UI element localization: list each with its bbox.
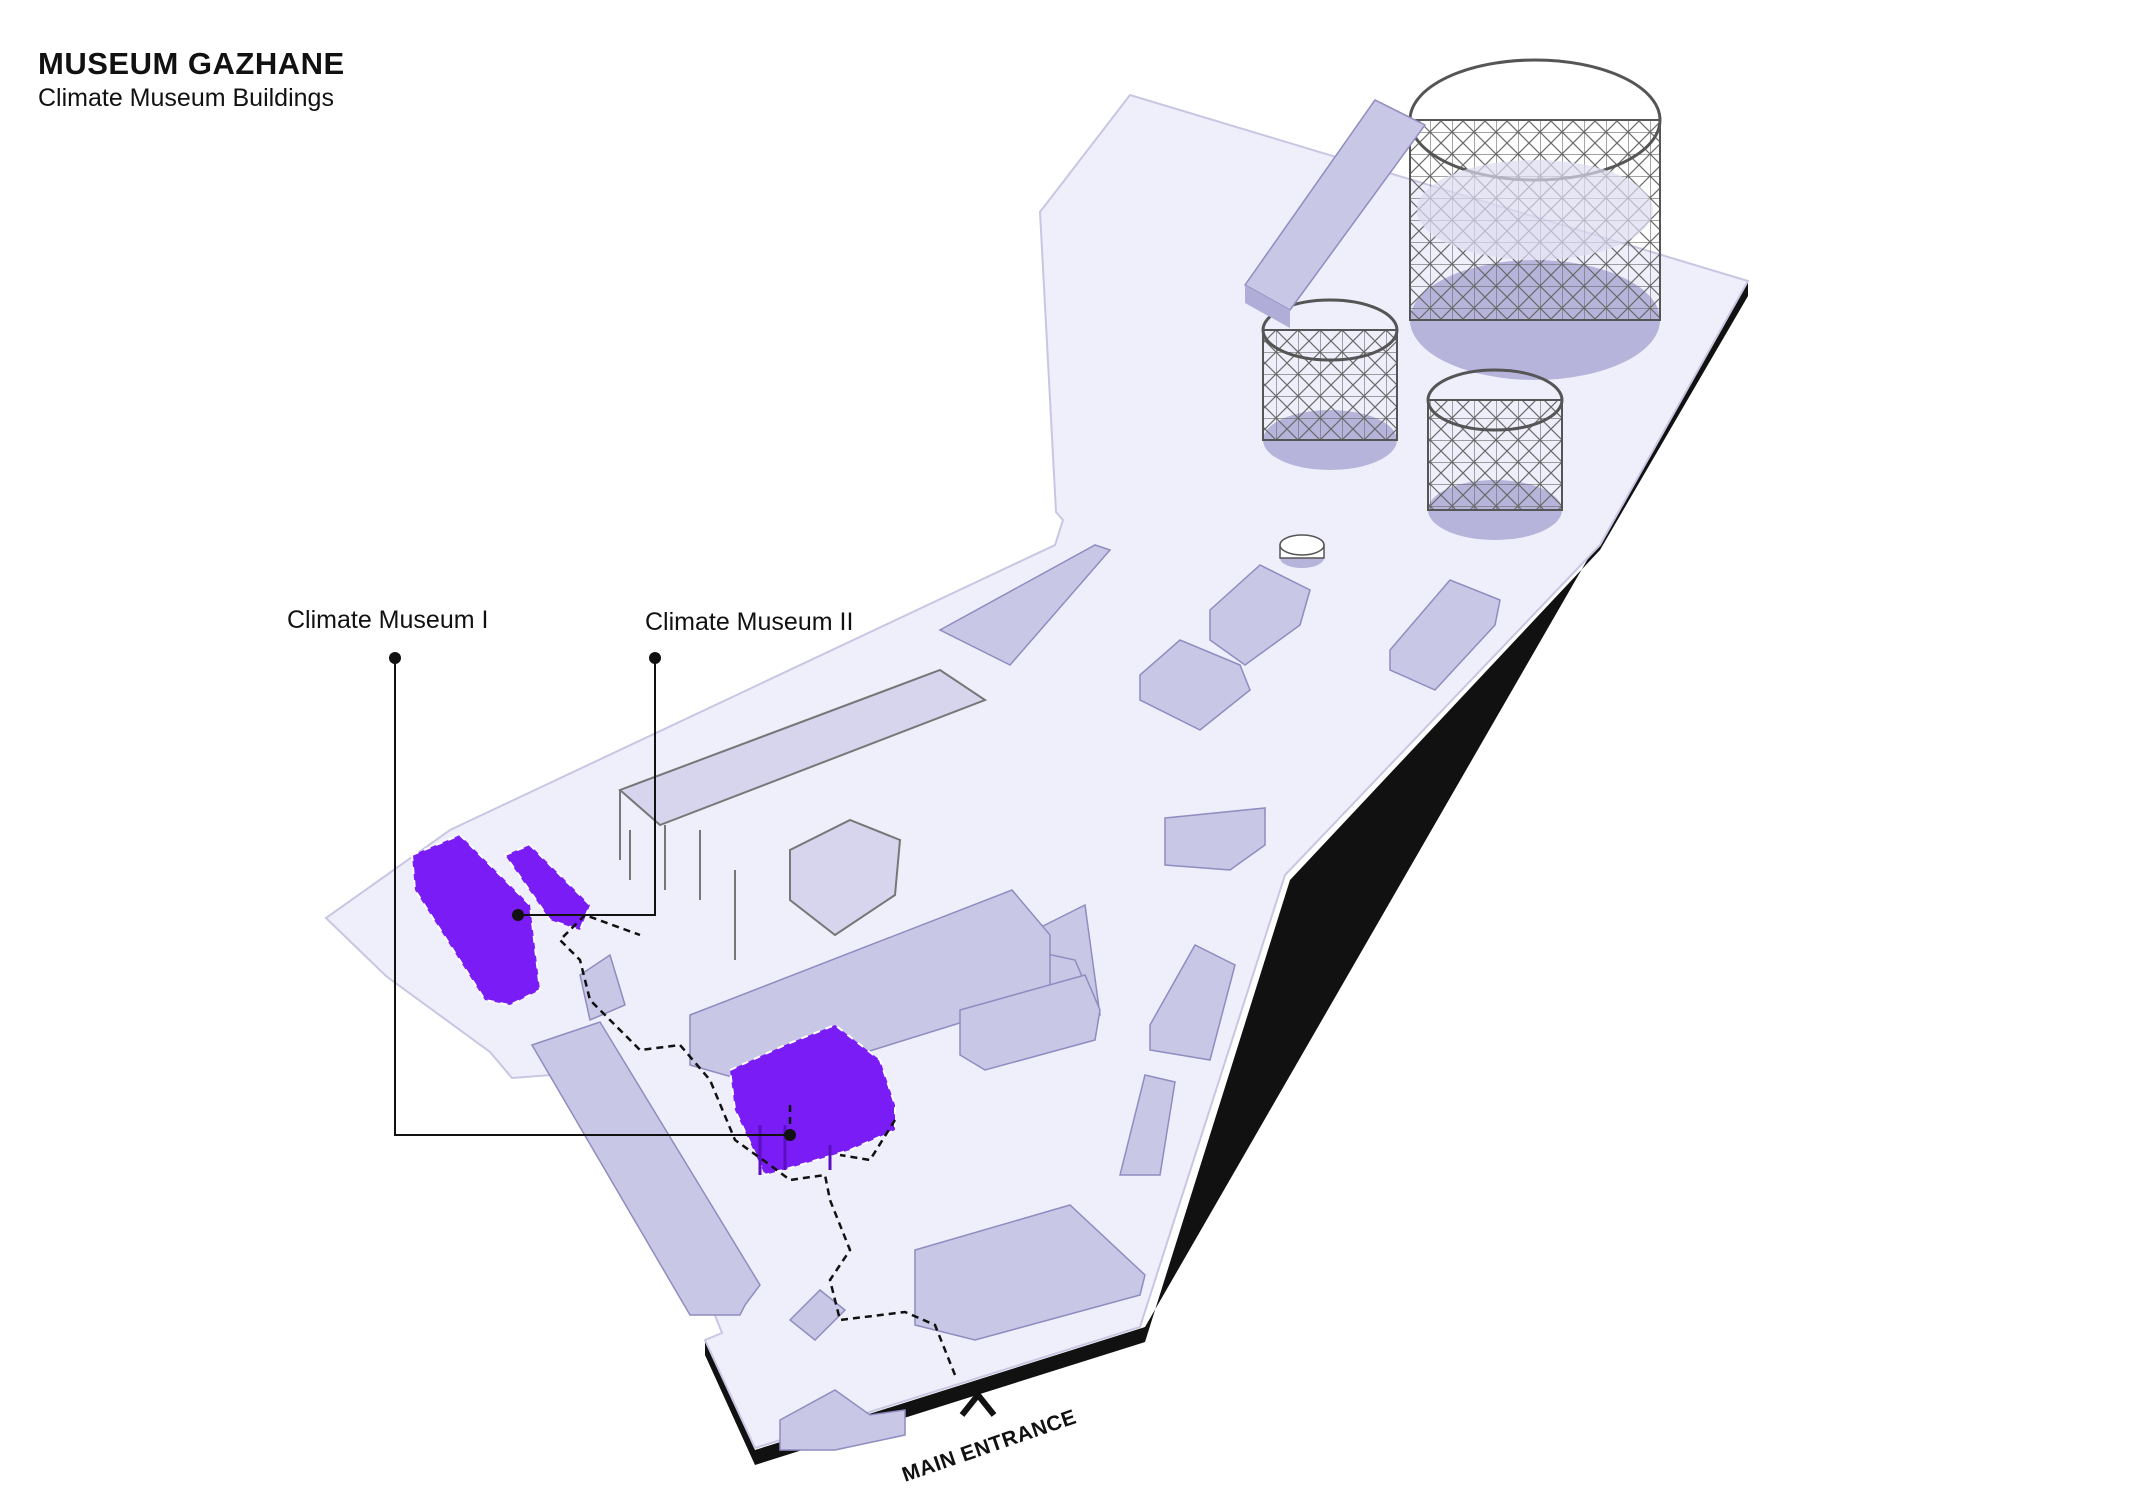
gasholder-large bbox=[1408, 58, 1662, 380]
shed-north bbox=[1243, 99, 1427, 311]
label-climate-museum-one: Climate Museum I bbox=[287, 606, 488, 634]
gasholder-medium bbox=[1261, 298, 1399, 470]
marker-museum-one-target bbox=[784, 1129, 796, 1141]
tower-left bbox=[579, 953, 626, 1022]
site-edge-left bbox=[705, 1340, 755, 1465]
visitor-route bbox=[558, 913, 957, 1376]
title-block: MUSEUM GAZHANE Climate Museum Buildings bbox=[38, 46, 345, 114]
climate-museum-one bbox=[410, 833, 592, 1007]
marker-museum-two-top bbox=[649, 652, 661, 664]
label-main-entrance: MAIN ENTRANCE bbox=[899, 1406, 1079, 1487]
leader-lines bbox=[394, 655, 790, 1136]
marker-museum-one-top bbox=[389, 652, 401, 664]
page-title: MUSEUM GAZHANE bbox=[38, 46, 345, 81]
label-climate-museum-two: Climate Museum II bbox=[645, 608, 853, 636]
small-cylinder bbox=[1279, 534, 1325, 568]
entrance-chevron-icon bbox=[959, 1390, 997, 1417]
long-shed-southwest bbox=[530, 1021, 761, 1316]
gasholder-small bbox=[1426, 368, 1564, 540]
page-subtitle: Climate Museum Buildings bbox=[38, 84, 334, 112]
buildings bbox=[779, 544, 1501, 1451]
industrial-frame bbox=[618, 668, 988, 960]
marker-museum-two-target bbox=[512, 909, 524, 921]
hall-east bbox=[959, 974, 1101, 1071]
